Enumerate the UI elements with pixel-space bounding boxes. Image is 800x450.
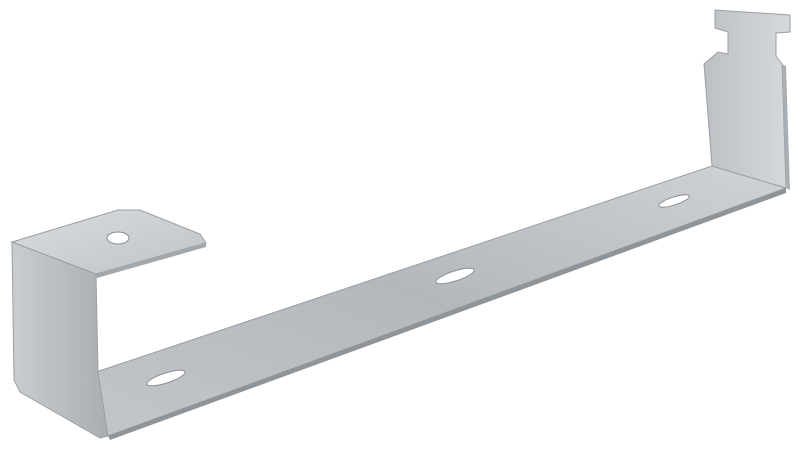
slot-hole (658, 194, 690, 208)
bracket-right-plate-edge (782, 64, 790, 190)
bracket-left-wall (11, 241, 109, 439)
bracket-top-tab-edge (96, 243, 206, 278)
slot-hole (435, 267, 475, 285)
bracket-strip-edge (108, 188, 786, 440)
mounting-hole (106, 231, 130, 245)
bracket-right-plate (703, 9, 791, 189)
bracket-base-strip (95, 165, 788, 437)
slot-hole (146, 369, 186, 387)
